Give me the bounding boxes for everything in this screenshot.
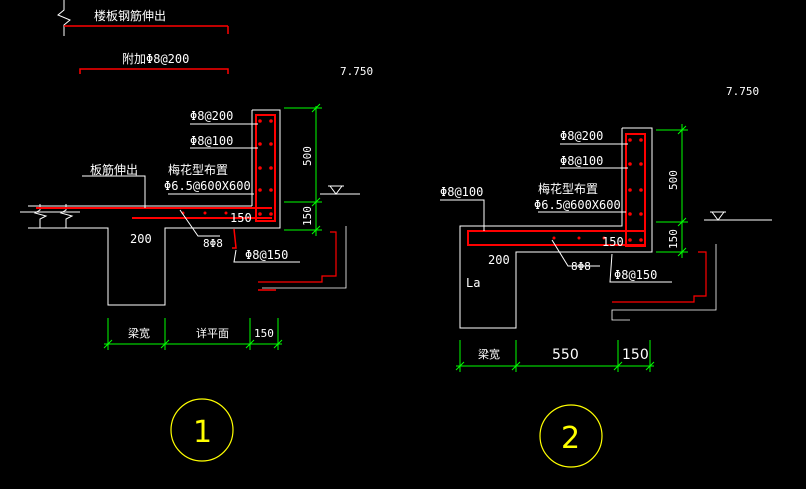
dim-150-inner-label-2: 150 [602, 235, 624, 249]
dim-200-label-2: 200 [488, 253, 510, 267]
la-label-2: La [466, 276, 480, 290]
elevation-label-2: 7.750 [726, 85, 759, 98]
hdim-150-1: 150 [254, 327, 274, 340]
leaders-2 [440, 143, 672, 283]
additional-bar-note: 附加Φ8@200 [122, 52, 189, 66]
stirrup-top-label-1: Φ8@200 [190, 109, 233, 123]
additional-bar-line [79, 68, 229, 74]
detail-marker-2 [539, 404, 603, 468]
detail-marker-1 [170, 398, 234, 462]
elevation-label-1: 7.750 [340, 65, 373, 78]
bar-8-label-2: 8Φ8 [571, 260, 591, 273]
vdim-150-label-2: 150 [667, 229, 680, 249]
hdim-2 [455, 340, 655, 372]
bottom-detail-white-1 [262, 226, 347, 289]
hdim-1 [103, 318, 283, 350]
hdim-middle-1: 详平面 [196, 326, 229, 340]
top-notes: 楼板钢筋伸出 附加Φ8@200 [57, 0, 229, 74]
hdim-middle-2: 550 [552, 347, 579, 363]
leaders-1 [82, 123, 300, 263]
detail-1: 7.750 Φ8 [20, 65, 373, 462]
beam-stirrup-1 [255, 114, 276, 222]
rebar-dots-2 [552, 138, 643, 242]
level-marker-1 [320, 185, 360, 195]
level-marker-2 [704, 211, 772, 221]
dim-200-label-1: 200 [130, 232, 152, 246]
hdim-beam-width-1: 梁宽 [128, 326, 150, 340]
tie-bar-label-1: Φ6.5@600X600 [164, 179, 251, 193]
detail-number-2: 2 [561, 421, 580, 456]
break-line-top [57, 0, 71, 36]
beam-outline-2 [459, 127, 653, 329]
plum-layout-label-2: 梅花型布置 [538, 181, 598, 196]
bottom-detail-red-1 [258, 231, 337, 283]
vdim-500-label-2: 500 [667, 170, 680, 190]
bottom-bar-label-1: Φ8@150 [245, 248, 288, 262]
bar-8-label-1: 8Φ8 [203, 237, 223, 250]
slab-bar-note-1: 板筋伸出 [90, 162, 138, 177]
stirrup-top-label-2: Φ8@200 [560, 129, 603, 143]
hdim-150-2: 150 [622, 347, 649, 363]
slab-extension-note: 楼板钢筋伸出 [94, 8, 166, 23]
vdim-150-label-1: 150 [301, 206, 314, 226]
vdim-2 [656, 124, 688, 258]
slab-stirrup-2 [467, 230, 644, 246]
stirrup-side-label-2: Φ8@100 [560, 154, 603, 168]
bottom-bar-label-2: Φ8@150 [614, 268, 657, 282]
vdim-1 [284, 103, 322, 236]
ushape-bar-1 [232, 228, 237, 249]
slab-stirrup-label-2: Φ8@100 [440, 185, 483, 199]
rebar-dots-1 [181, 119, 273, 216]
dim-150-inner-label-1: 150 [230, 211, 252, 225]
vdim-500-label-1: 500 [301, 146, 314, 166]
detail-number-1: 1 [193, 415, 212, 450]
stirrup-side-label-1: Φ8@100 [190, 134, 233, 148]
hdim-beam-width-2: 梁宽 [478, 347, 500, 361]
bottom-detail-red-2 [612, 251, 707, 303]
detail-2: 7.750 Φ8@200 Φ8@100 Φ8@100 梅花型布置 Φ6.5 [440, 85, 772, 468]
bottom-detail-white-2 [611, 244, 717, 321]
tie-bar-label-2: Φ6.5@600X600 [534, 198, 621, 212]
plum-layout-label-1: 梅花型布置 [168, 162, 228, 177]
